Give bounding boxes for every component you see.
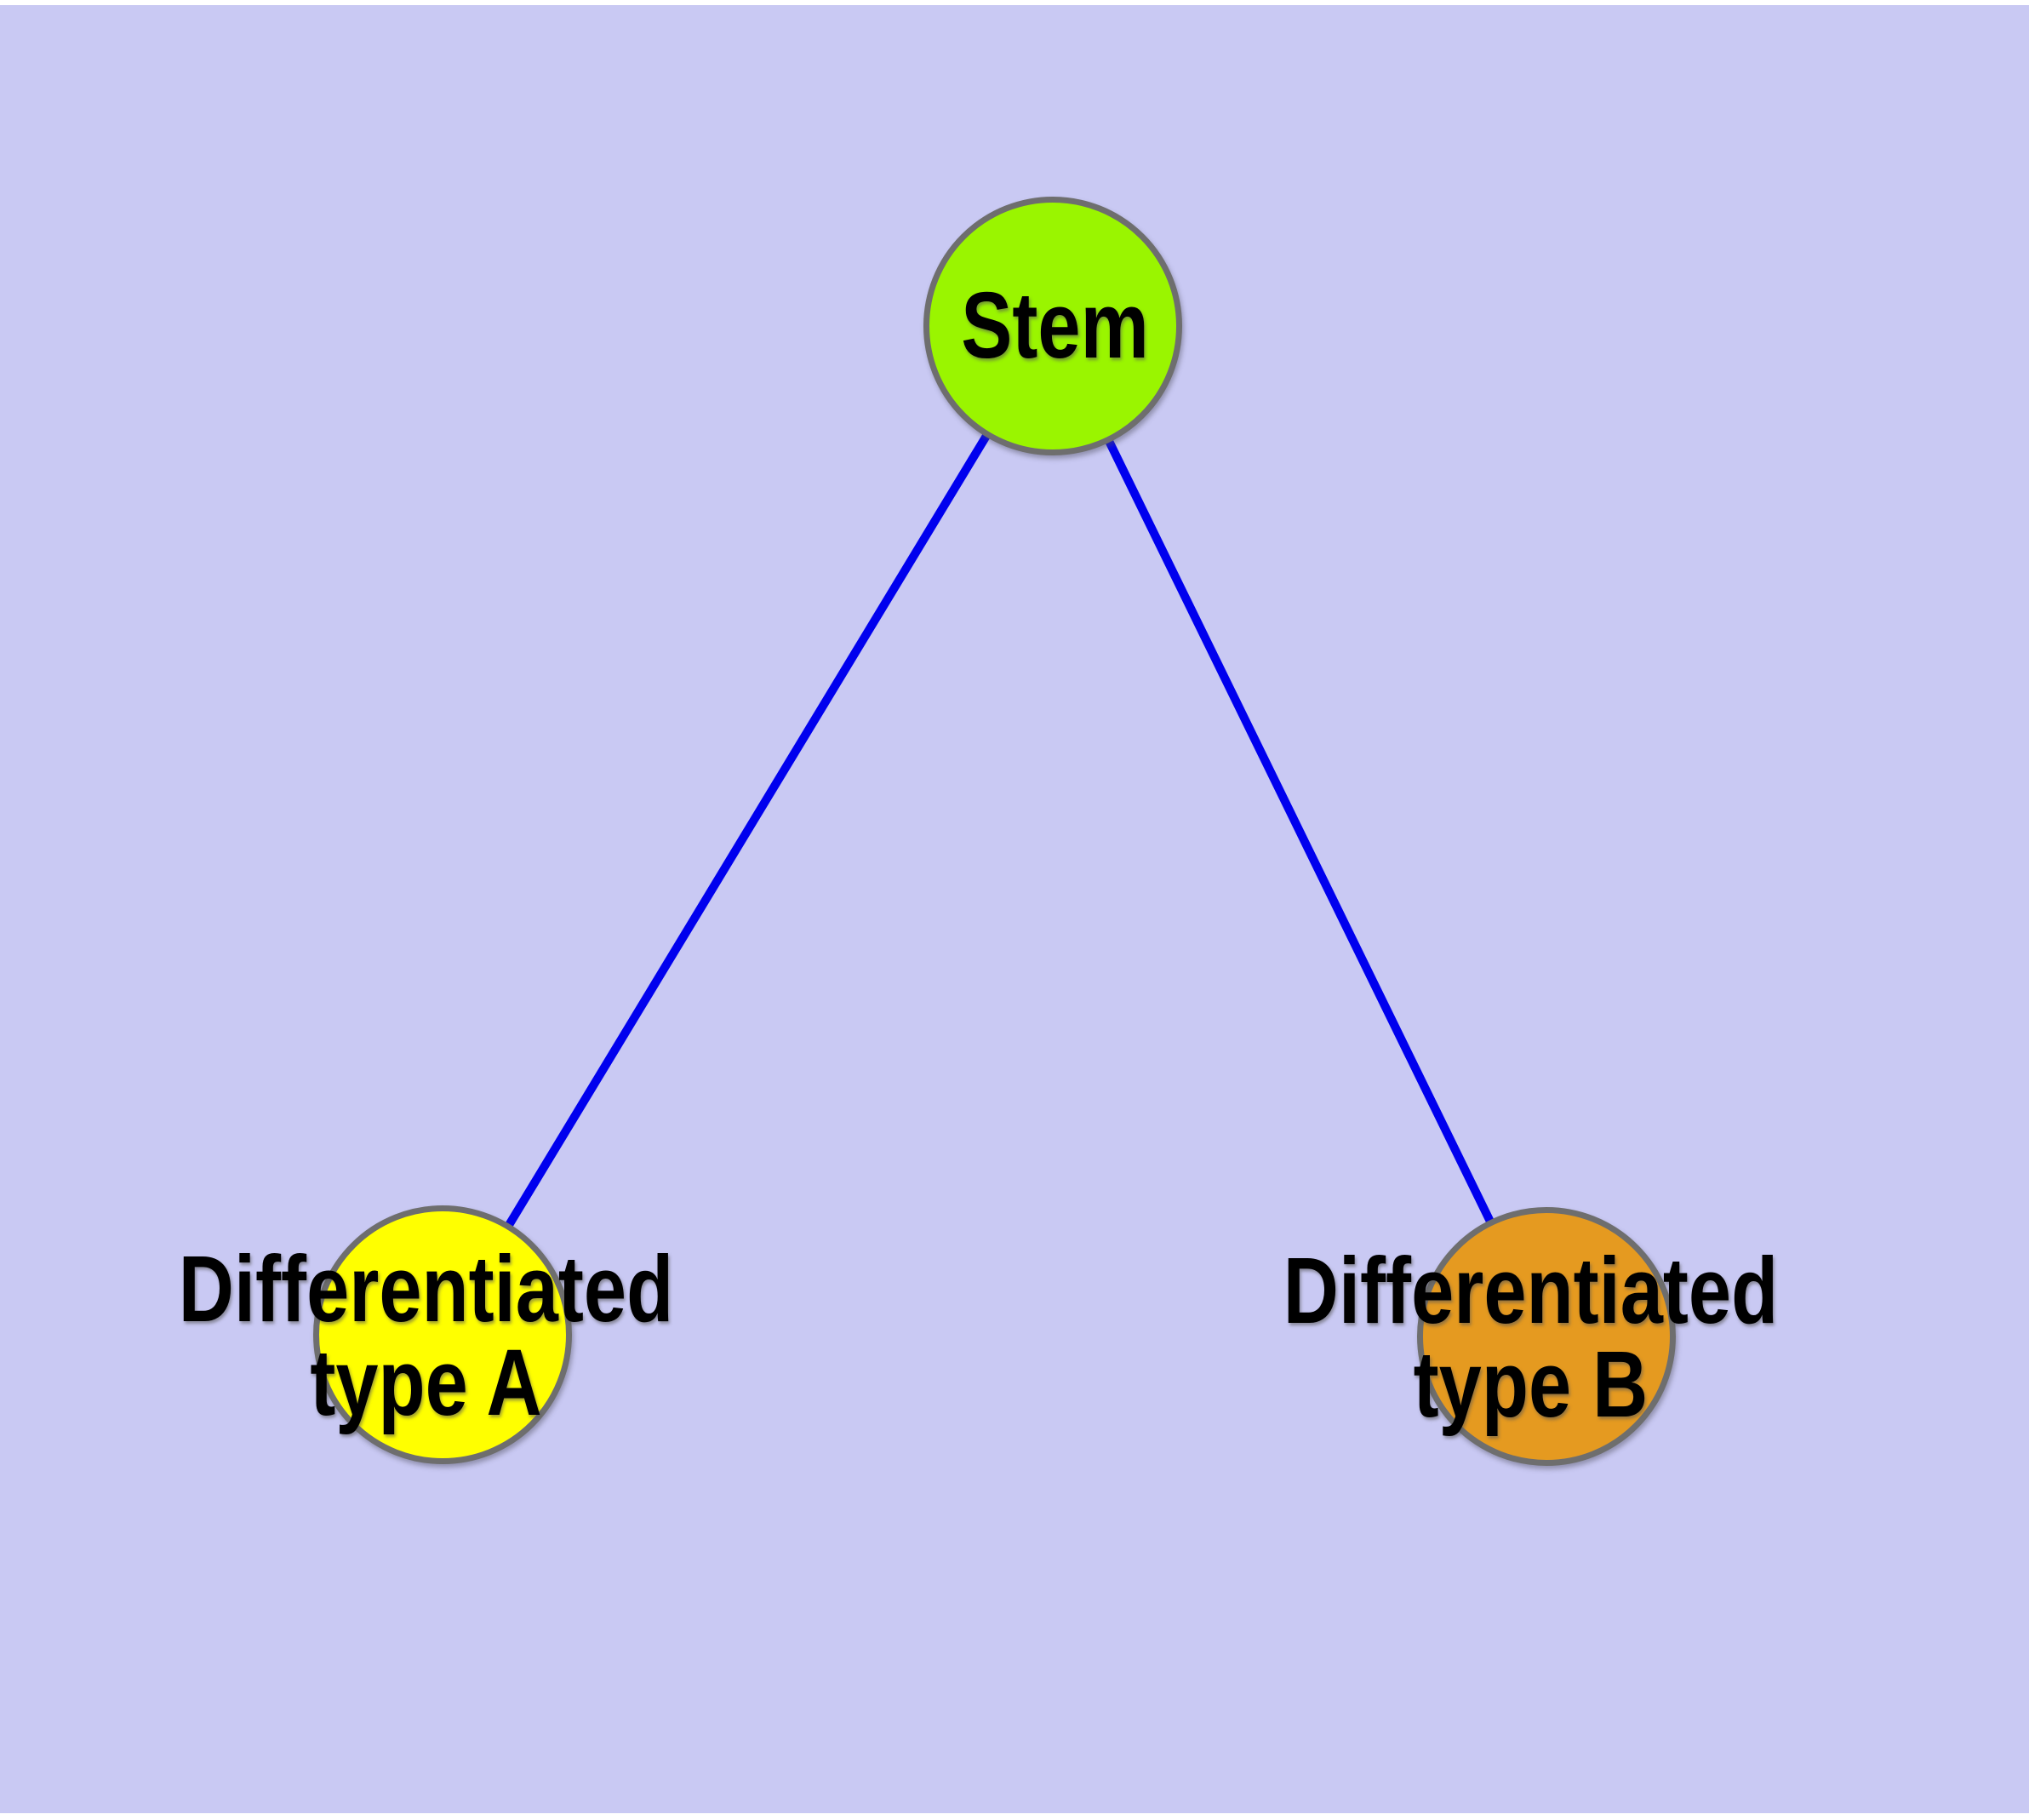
node-label-stem-text: Stem — [960, 273, 1149, 378]
edge-stem-to-type-b — [1049, 323, 1551, 1339]
node-label-type-a-line2: type A — [309, 1331, 542, 1435]
node-label-type-b-line1: Differentiated — [1283, 1239, 1778, 1343]
node-differentiated-type-a — [313, 1205, 572, 1464]
node-label-type-a-line1: Differentiated — [178, 1237, 673, 1342]
node-label-type-b-line2: type B — [1413, 1332, 1648, 1437]
edge-stem-to-type-a — [438, 323, 1057, 1337]
node-stem — [923, 197, 1182, 455]
node-differentiated-type-b — [1417, 1207, 1676, 1466]
